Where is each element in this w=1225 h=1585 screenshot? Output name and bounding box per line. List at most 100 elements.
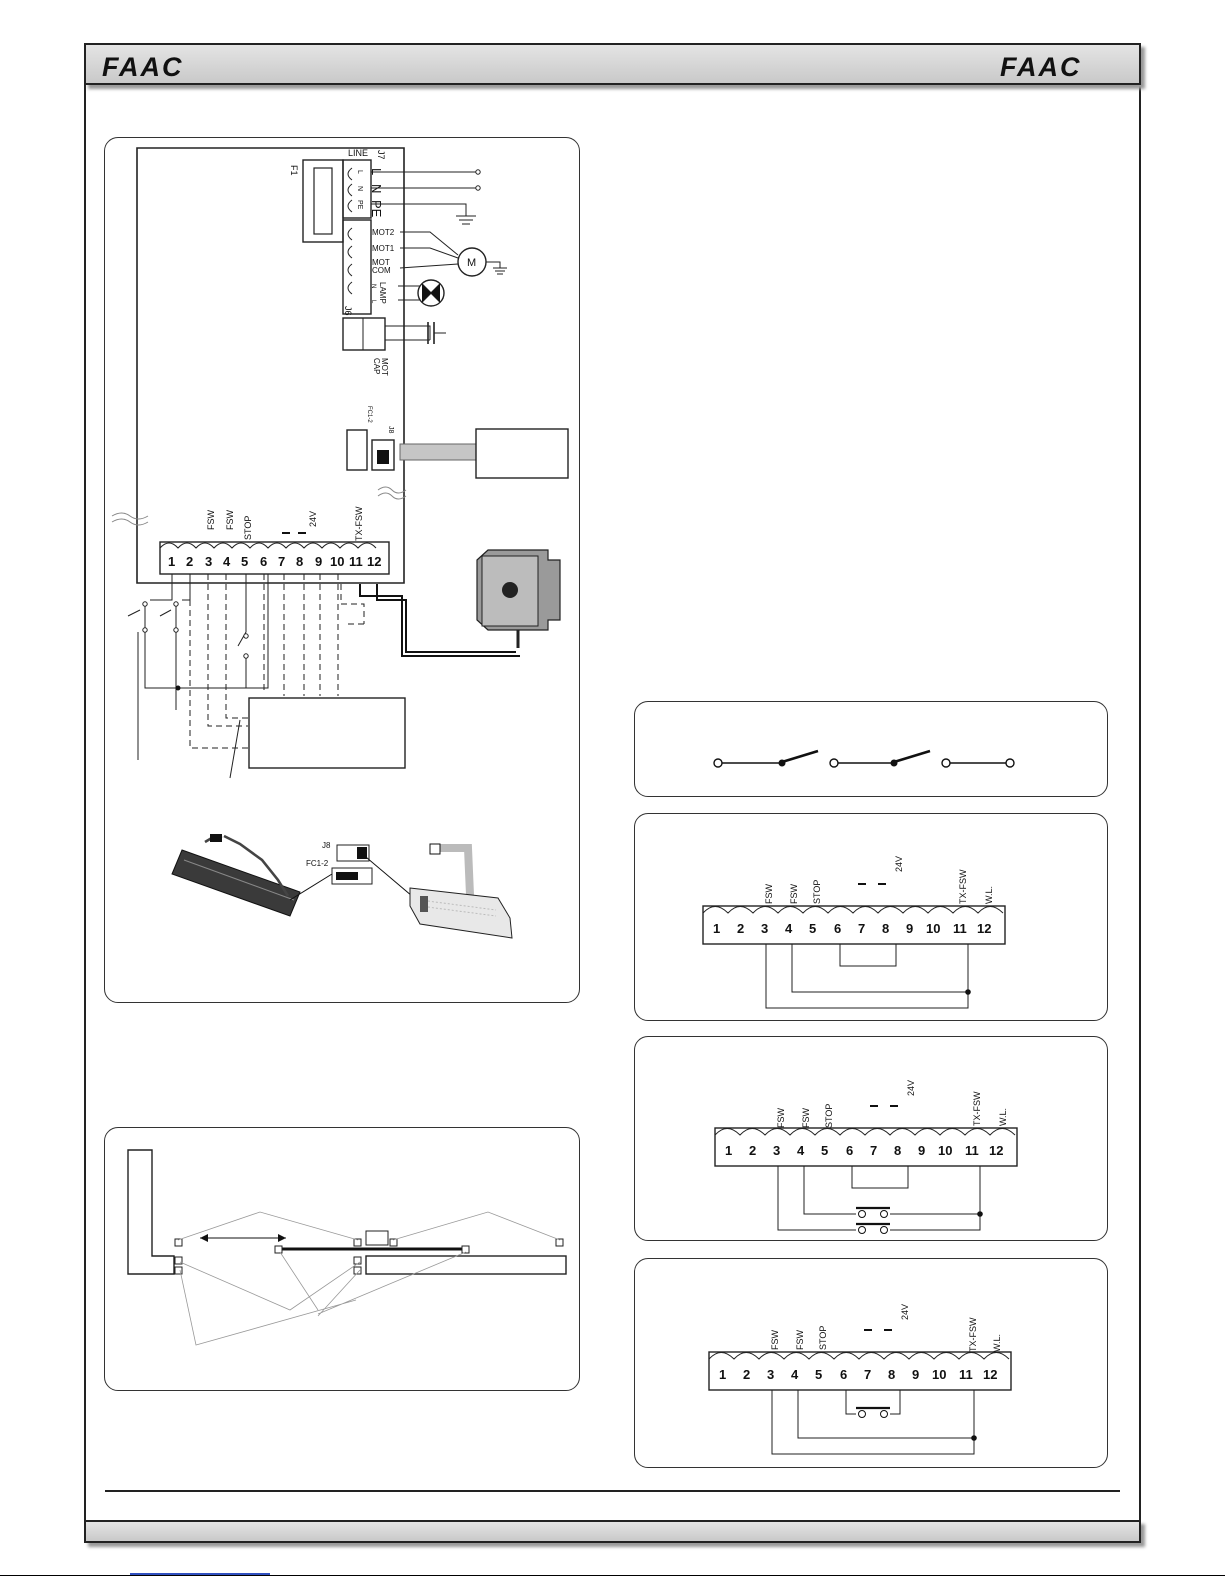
svg-text:8: 8 bbox=[888, 1367, 895, 1382]
accessory-wires bbox=[263, 574, 339, 696]
board-terminal-6: 6 bbox=[260, 554, 267, 569]
svg-text:7: 7 bbox=[870, 1143, 877, 1158]
svg-text:9: 9 bbox=[918, 1143, 925, 1158]
fc12-connector bbox=[346, 429, 368, 471]
motor-label: M bbox=[467, 257, 476, 269]
board-terminal-7: 7 bbox=[278, 554, 285, 569]
svg-text:5: 5 bbox=[809, 921, 816, 936]
pe-small-label: PE bbox=[356, 200, 363, 210]
board-terminal-numbers: 1 2 3 4 5 6 7 8 9 10 11 12 bbox=[168, 554, 381, 569]
svg-text:5: 5 bbox=[821, 1143, 828, 1158]
svg-text:1: 1 bbox=[725, 1143, 732, 1158]
svg-text:8: 8 bbox=[894, 1143, 901, 1158]
j8-label: J8 bbox=[387, 426, 394, 434]
page-header bbox=[84, 43, 1141, 85]
svg-text:6: 6 bbox=[840, 1367, 847, 1382]
svg-text:2: 2 bbox=[737, 921, 744, 936]
svg-text:6: 6 bbox=[834, 921, 841, 936]
limits-fc12-label: FC1-2 bbox=[306, 859, 329, 868]
motor-earth-icon bbox=[486, 261, 507, 275]
b-wl-label: W.L. bbox=[998, 1108, 1008, 1126]
svg-text:5: 5 bbox=[815, 1367, 822, 1382]
key-hole-icon bbox=[502, 582, 518, 598]
key-selector-wires bbox=[359, 584, 520, 657]
mot2-label: MOT2 bbox=[372, 228, 395, 237]
svg-text:11: 11 bbox=[953, 921, 967, 936]
board-terminal-screws bbox=[159, 542, 377, 549]
bottom-rule bbox=[0, 1575, 1225, 1576]
fc12-label: FC1-2 bbox=[366, 406, 372, 423]
accessory-box bbox=[248, 697, 406, 769]
dimension-leaders bbox=[177, 1211, 561, 1346]
svg-text:12: 12 bbox=[983, 1367, 997, 1382]
mot-cap-label-1: MOT bbox=[380, 358, 389, 376]
svg-text:7: 7 bbox=[858, 921, 865, 936]
lamp-n-label: N bbox=[370, 284, 376, 288]
photocell-markers bbox=[174, 1238, 564, 1275]
svg-text:3: 3 bbox=[761, 921, 768, 936]
n-wire-end bbox=[475, 185, 481, 191]
board-terminal-1: 1 bbox=[168, 554, 175, 569]
photocell-wires bbox=[189, 574, 248, 749]
faac-logo-left: FAAC bbox=[102, 52, 184, 82]
tx-wires bbox=[340, 584, 365, 625]
nc-contact-icons bbox=[856, 1206, 890, 1226]
n-big-label: N bbox=[369, 184, 384, 193]
l-small-label: L bbox=[356, 170, 363, 174]
svg-text:10: 10 bbox=[926, 921, 940, 936]
j7-label: J7 bbox=[376, 150, 386, 160]
a-fsw-a-label: FSW bbox=[764, 883, 774, 904]
svg-text:1: 1 bbox=[719, 1367, 726, 1382]
j6-label: J6 bbox=[343, 306, 353, 316]
svg-text:2: 2 bbox=[749, 1143, 756, 1158]
svg-text:12: 12 bbox=[977, 921, 991, 936]
svg-text:11: 11 bbox=[965, 1143, 979, 1158]
limit-switch-module bbox=[475, 428, 569, 479]
com-label: COM bbox=[372, 266, 391, 275]
a-txfsw-label: TX-FSW bbox=[958, 869, 968, 904]
board-terminal-8: 8 bbox=[296, 554, 303, 569]
svg-text:10: 10 bbox=[932, 1367, 946, 1382]
svg-text:3: 3 bbox=[773, 1143, 780, 1158]
svg-text:9: 9 bbox=[912, 1367, 919, 1382]
break-symbol-right bbox=[377, 486, 407, 500]
gate-pillar bbox=[127, 1149, 175, 1275]
faac-logo-right: FAAC bbox=[1000, 52, 1082, 82]
cap-connector bbox=[342, 317, 386, 351]
terminal-numbers-a: 1 2 3 4 5 6 7 8 9 10 11 12 bbox=[713, 921, 991, 936]
bottom-link-underline[interactable] bbox=[130, 1573, 270, 1575]
board-terminal-5: 5 bbox=[241, 554, 248, 569]
pointer-right bbox=[359, 851, 413, 897]
line-label: LINE bbox=[348, 148, 368, 158]
stop-label: STOP bbox=[243, 516, 253, 540]
svg-text:9: 9 bbox=[906, 921, 913, 936]
b-24v-label: 24V bbox=[906, 1080, 916, 1096]
svg-text:12: 12 bbox=[989, 1143, 1003, 1158]
page-footer bbox=[84, 1520, 1141, 1543]
pointer-left bbox=[289, 873, 333, 901]
c-txfsw-label: TX-FSW bbox=[968, 1317, 978, 1352]
stop-switch-icon bbox=[237, 574, 247, 688]
j7-screws bbox=[347, 167, 353, 213]
common-wires bbox=[137, 574, 269, 760]
j6-screws bbox=[347, 227, 353, 295]
limits-j8-label: J8 bbox=[322, 841, 331, 850]
flat-cable-right bbox=[436, 844, 474, 896]
n-small-label: N bbox=[356, 186, 363, 191]
board-terminal-4: 4 bbox=[223, 554, 231, 569]
b-fsw-a-label: FSW bbox=[776, 1107, 786, 1128]
push-button-icons bbox=[127, 604, 177, 630]
svg-text:10: 10 bbox=[938, 1143, 952, 1158]
c-wl-label: W.L. bbox=[992, 1334, 1002, 1352]
a-wl-label: W.L. bbox=[984, 886, 994, 904]
board-terminal-3: 3 bbox=[205, 554, 212, 569]
pointer-line bbox=[229, 719, 241, 779]
j7-terminal bbox=[342, 159, 372, 219]
svg-text:7: 7 bbox=[864, 1367, 871, 1382]
c-24v-label: 24V bbox=[900, 1304, 910, 1320]
